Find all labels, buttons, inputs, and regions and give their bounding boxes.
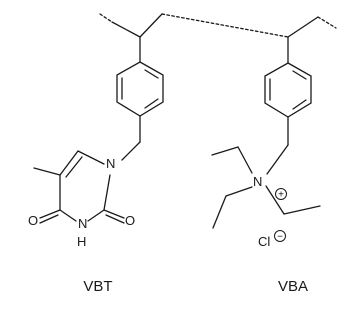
- vbt-unit: N N H O O: [28, 36, 164, 249]
- backbone-dashed-middle: [161, 13, 289, 38]
- vbt-atom-o-right: O: [125, 213, 135, 228]
- vbt-atom-n1: N: [106, 156, 115, 171]
- vba-ch2-to-n-bond: [266, 144, 289, 175]
- triethylammonium-ethyl-groups: [211, 146, 321, 229]
- backbone-bond-1: [111, 21, 141, 38]
- vbt-ch2-to-n-bond: [121, 141, 141, 161]
- vbt-atom-h: H: [77, 234, 86, 249]
- backbone-dashed-end-right: [317, 16, 337, 29]
- vba-caption: VBA: [278, 278, 308, 295]
- backbone-dashed-end-left: [99, 13, 113, 23]
- thymine-ring: [33, 150, 125, 224]
- vba-plus-charge-circle: [275, 188, 287, 200]
- vba-plus-charge: +: [278, 190, 284, 201]
- vbt-benzene-ring: [116, 61, 164, 117]
- vba-minus-charge: −: [277, 232, 283, 243]
- vba-benzene-ring: [264, 62, 312, 118]
- backbone-bond-2: [139, 13, 163, 38]
- vba-counterion-cl: Cl: [258, 234, 270, 249]
- vba-minus-charge-circle: [274, 230, 286, 242]
- vba-unit: N + Cl −: [211, 36, 321, 249]
- polymer-backbone: [99, 13, 337, 38]
- vba-atom-n-quaternary: N: [253, 174, 262, 189]
- vbt-atom-n3: N: [78, 216, 87, 231]
- backbone-bond-3: [287, 16, 319, 38]
- vbt-atom-o-left: O: [28, 213, 38, 228]
- vbt-caption: VBT: [83, 278, 112, 295]
